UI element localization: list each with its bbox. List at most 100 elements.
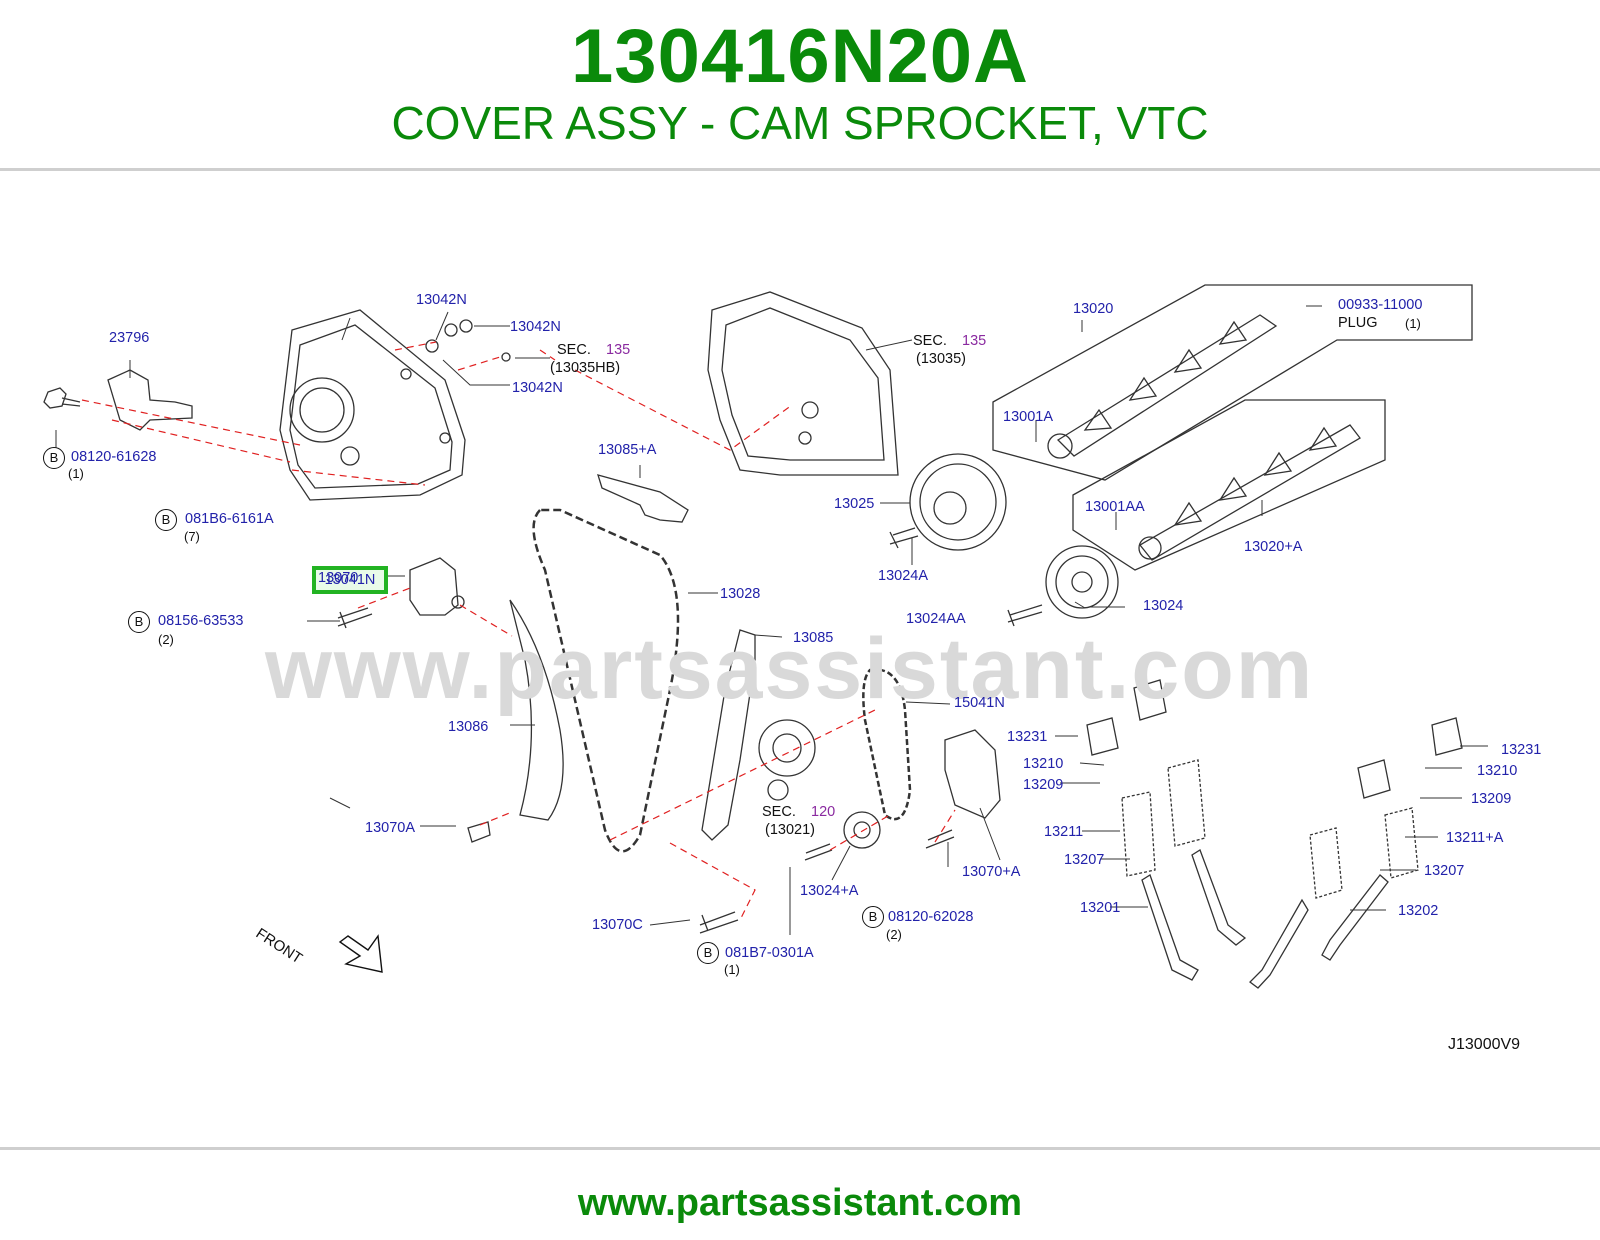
bolt-qty-1: (1) xyxy=(68,466,84,481)
part-label-13210-b[interactable]: 13210 xyxy=(1477,763,1518,779)
part-label-13210-a[interactable]: 13210 xyxy=(1023,756,1064,772)
part-number-title: 130416N20A xyxy=(571,14,1029,99)
valve-spring-right xyxy=(1384,807,1419,879)
page-header: 130416N20A COVER ASSY - CAM SPROCKET, VT… xyxy=(0,0,1600,170)
watermark: www.partsassistant.com xyxy=(265,621,1315,717)
part-label-13085[interactable]: 13085 xyxy=(793,630,834,646)
sec-label-a: SEC. xyxy=(557,342,591,358)
highlighted-part-13041n[interactable]: 13041N xyxy=(312,566,388,594)
part-label-13024aa[interactable]: 13024AA xyxy=(906,611,966,627)
bolt-qty-3: (2) xyxy=(158,632,174,647)
bolt-qty-4: (2) xyxy=(886,927,902,942)
lifter-right2 xyxy=(1357,759,1391,799)
part-label-13020[interactable]: 13020 xyxy=(1073,301,1114,317)
part-label-13207-a[interactable]: 13207 xyxy=(1064,852,1105,868)
tensioner-right-shape xyxy=(944,729,1001,819)
part-label-13070c[interactable]: 13070C xyxy=(592,917,643,933)
sec-label-c: SEC. xyxy=(762,804,796,820)
lifter-center xyxy=(1133,679,1167,721)
sec-ref-13035: (13035) xyxy=(916,351,966,367)
part-label-13025[interactable]: 13025 xyxy=(834,496,875,512)
part-label-13211[interactable]: 13211 xyxy=(1044,824,1084,840)
sec-ref-13035hb: (13035HB) xyxy=(550,360,621,376)
lifter-left xyxy=(1086,717,1119,756)
part-label-13042n-a[interactable]: 13042N xyxy=(416,292,467,308)
part-label-13070a[interactable]: 13070A xyxy=(365,820,415,836)
valve-right2 xyxy=(1249,898,1309,989)
vtc-sprocket-shape xyxy=(909,453,1007,551)
valve-left xyxy=(1141,874,1199,981)
part-label-13202[interactable]: 13202 xyxy=(1398,903,1439,919)
bolt-part-08120-61628[interactable]: 08120-61628 xyxy=(71,449,157,465)
sec-label-b: SEC. xyxy=(913,333,947,349)
parts-diagram: www.partsassistant.com 13041N 23796 1304… xyxy=(0,270,1600,1080)
part-label-13001aa[interactable]: 13001AA xyxy=(1085,499,1145,515)
bolt-circle-4: B xyxy=(862,906,884,928)
part-label-13024-plus-a[interactable]: 13024+A xyxy=(800,883,859,899)
crank-sprocket-shape xyxy=(758,719,816,777)
part-label-13207-b[interactable]: 13207 xyxy=(1424,863,1465,879)
highlighted-part-label: 13041N xyxy=(324,572,376,588)
part-label-13024[interactable]: 13024 xyxy=(1143,598,1184,614)
oil-pump-sprocket-shape xyxy=(843,811,881,849)
bolt-circle-2: B xyxy=(155,509,177,531)
front-cover-shape xyxy=(279,309,466,501)
camshaft-lower xyxy=(1139,424,1361,561)
diagram-code: J13000V9 xyxy=(1448,1036,1521,1053)
part-label-13024a[interactable]: 13024A xyxy=(878,568,928,584)
bolt-circle-3: B xyxy=(128,611,150,633)
sec-ref-13021: (13021) xyxy=(765,822,815,838)
bolt-part-081b6-6161a[interactable]: 081B6-6161A xyxy=(185,511,274,527)
tensioner-shape xyxy=(409,557,459,616)
bolt-qty-2: (7) xyxy=(184,529,200,544)
part-label-13042n-c[interactable]: 13042N xyxy=(512,380,563,396)
bolt-circle-1: B xyxy=(43,447,65,469)
header-divider xyxy=(0,168,1600,171)
bolt-part-081b7-0301a[interactable]: 081B7-0301A xyxy=(725,945,814,961)
timing-case-shape xyxy=(707,291,899,476)
bolt-qty-5: (1) xyxy=(724,962,740,977)
cam-sprocket-shape xyxy=(1045,545,1119,619)
part-label-13085-plus-a[interactable]: 13085+A xyxy=(598,442,657,458)
part-label-13020-plus-a[interactable]: 13020+A xyxy=(1244,539,1303,555)
sec-number-120[interactable]: 120 xyxy=(811,804,836,820)
sec-number-135-a[interactable]: 135 xyxy=(606,342,631,358)
part-label-15041n[interactable]: 15041N xyxy=(954,695,1005,711)
callout-bracket-upper xyxy=(992,284,1473,481)
part-label-13070-plus-a[interactable]: 13070+A xyxy=(962,864,1021,880)
bolt-part-08120-62028[interactable]: 08120-62028 xyxy=(888,909,974,925)
valve-right xyxy=(1321,874,1389,961)
plug-qty: (1) xyxy=(1405,316,1421,331)
timing-chain-shape xyxy=(532,508,680,853)
chain-guide-top xyxy=(597,474,689,523)
part-label-13028[interactable]: 13028 xyxy=(720,586,761,602)
part-label-13086[interactable]: 13086 xyxy=(448,719,489,735)
plug-label: PLUG xyxy=(1338,315,1378,331)
part-label-00933-11000[interactable]: 00933-11000 xyxy=(1338,297,1423,313)
part-label-13042n-b[interactable]: 13042N xyxy=(510,319,561,335)
front-arrow xyxy=(338,934,383,973)
part-label-13231-b[interactable]: 13231 xyxy=(1501,742,1542,758)
bolt-part-08156-63533[interactable]: 08156-63533 xyxy=(158,613,244,629)
sensor-shape xyxy=(107,369,193,431)
footer-url-link[interactable]: www.partsassistant.com xyxy=(577,1182,1023,1224)
part-label-13201[interactable]: 13201 xyxy=(1080,900,1121,916)
callout-bracket-lower xyxy=(1072,399,1386,571)
part-label-13001a[interactable]: 13001A xyxy=(1003,409,1053,425)
part-label-13231-a[interactable]: 13231 xyxy=(1007,729,1048,745)
valve-spring-center xyxy=(1167,759,1206,847)
part-label-13070[interactable]: 13070 xyxy=(318,570,359,586)
part-description: COVER ASSY - CAM SPROCKET, VTC xyxy=(391,97,1209,149)
oil-pump-chain-shape xyxy=(862,668,912,821)
bolt-shape xyxy=(43,387,81,409)
valve-spring-left xyxy=(1121,791,1156,877)
valve-spring-right2 xyxy=(1309,827,1343,899)
chain-guide-right xyxy=(701,629,756,841)
sec-number-135-b[interactable]: 135 xyxy=(962,333,987,349)
part-label-13209-a[interactable]: 13209 xyxy=(1023,777,1064,793)
slack-guide-shape xyxy=(509,599,564,821)
part-label-13209-b[interactable]: 13209 xyxy=(1471,791,1512,807)
part-label-23796[interactable]: 23796 xyxy=(109,330,150,346)
bolt-circle-5: B xyxy=(697,942,719,964)
part-label-13211-plus-a[interactable]: 13211+A xyxy=(1446,830,1504,846)
